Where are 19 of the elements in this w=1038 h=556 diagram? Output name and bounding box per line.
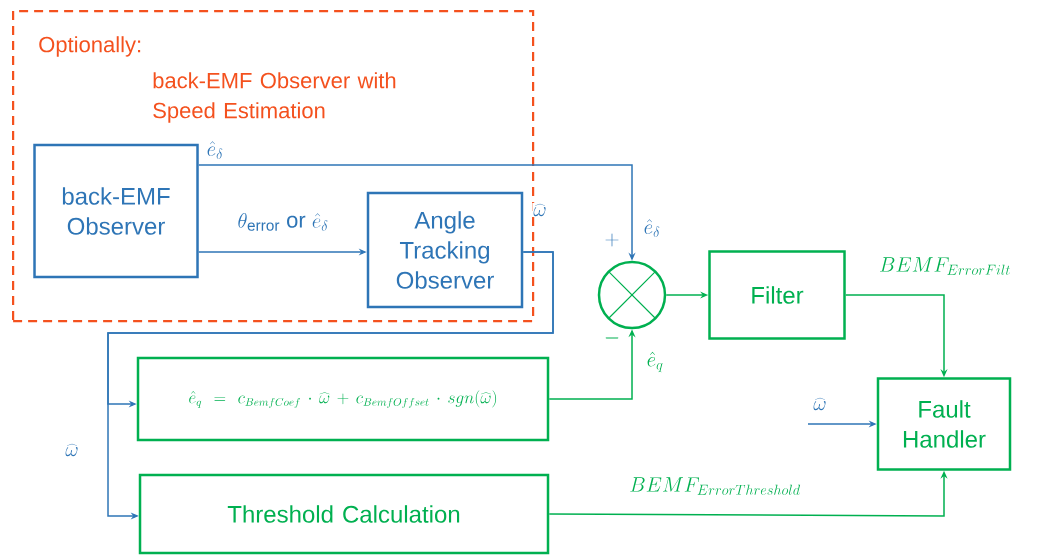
edge-label: $\hat{e}_{q}$ — [645, 350, 665, 374]
edge-label: $\widehat{\omega}$ — [532, 202, 548, 218]
edge-label: $\widehat{\omega}$ — [812, 396, 828, 412]
edge-label: $BEMF_{ErrorThreshold}$ — [628, 476, 802, 496]
process-box: Angle Tracking Observer — [366, 191, 524, 309]
formula-box: $\hat{e}_q = c_{BemfCoef} \cdot \widehat{\omega} + c_{BemfOffset} \cdot sgn(\widehat{\omega})$ — [136, 356, 550, 442]
edge-label: $BEMF_{ErrorFilt}$ — [878, 256, 1012, 276]
group-title: Optionally: — [39, 36, 141, 57]
edge-label: $\theta_{\mathrm{error}}\mbox{ or }\hat{e}_{\delta}$ — [236, 212, 330, 232]
sign-label: $+$ — [605, 233, 619, 247]
group-title: back-EMF Observer with Speed Estimation — [153, 72, 396, 123]
summing-junction — [597, 260, 667, 330]
process-box: back-EMF Observer — [33, 143, 199, 279]
process-box: Fault Handler — [876, 377, 1012, 471]
edge-label: $\widehat{\omega}$ — [64, 442, 80, 458]
edge-label: $\hat{e}_{\delta}$ — [205, 140, 225, 160]
process-box: Filter — [708, 250, 846, 340]
process-box: Threshold Calculation — [138, 473, 550, 555]
signal-label: $\hat{e}_{\delta}$ — [644, 219, 660, 237]
